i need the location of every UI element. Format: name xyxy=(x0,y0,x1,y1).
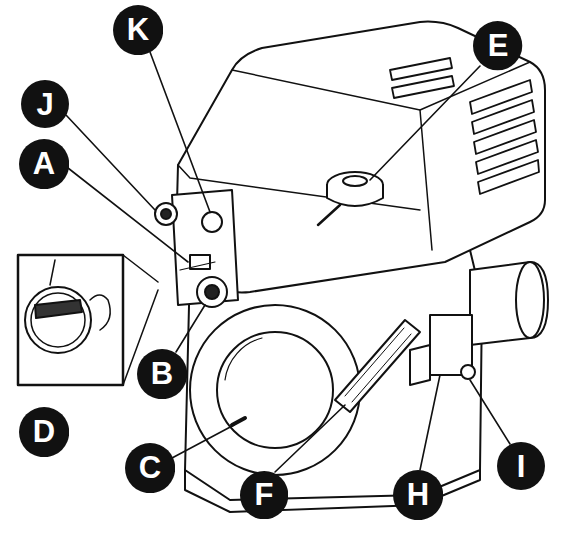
shroud-edge xyxy=(420,110,432,250)
callout-circle: I xyxy=(497,442,545,490)
callout-circle: J xyxy=(21,80,69,128)
callout-letter: B xyxy=(151,358,173,389)
control-panel xyxy=(155,190,238,307)
callout-circle: D xyxy=(19,407,69,457)
drain-plug xyxy=(232,418,245,425)
callout-circle: F xyxy=(240,471,288,519)
callout-circle: A xyxy=(19,139,69,189)
pulley xyxy=(217,332,333,448)
callout-letter: A xyxy=(33,148,55,179)
callout-letter: J xyxy=(36,89,53,120)
callout-circle: E xyxy=(473,21,522,70)
callout-circle: B xyxy=(137,349,187,399)
callout-letter: H xyxy=(407,479,429,510)
callout-letter: I xyxy=(517,451,526,482)
callout-letter: C xyxy=(139,452,161,483)
fuel-cap xyxy=(318,172,383,225)
leader-lines xyxy=(66,52,510,472)
callout-circle: K xyxy=(113,5,163,55)
pulley-housing xyxy=(190,305,360,475)
fuel-valve-inset xyxy=(18,255,158,385)
cooling-grille xyxy=(390,58,539,194)
muffler xyxy=(410,262,548,385)
callout-letter: D xyxy=(33,416,55,447)
callout-letter: K xyxy=(127,14,149,45)
pulley-highlight xyxy=(225,338,262,380)
shroud-ridge xyxy=(232,62,530,110)
callout-circle: H xyxy=(393,470,443,520)
callout-letter: F xyxy=(255,479,274,510)
callout-letter: E xyxy=(488,30,509,61)
callout-circle: C xyxy=(125,443,175,493)
starter-handle xyxy=(335,320,420,412)
